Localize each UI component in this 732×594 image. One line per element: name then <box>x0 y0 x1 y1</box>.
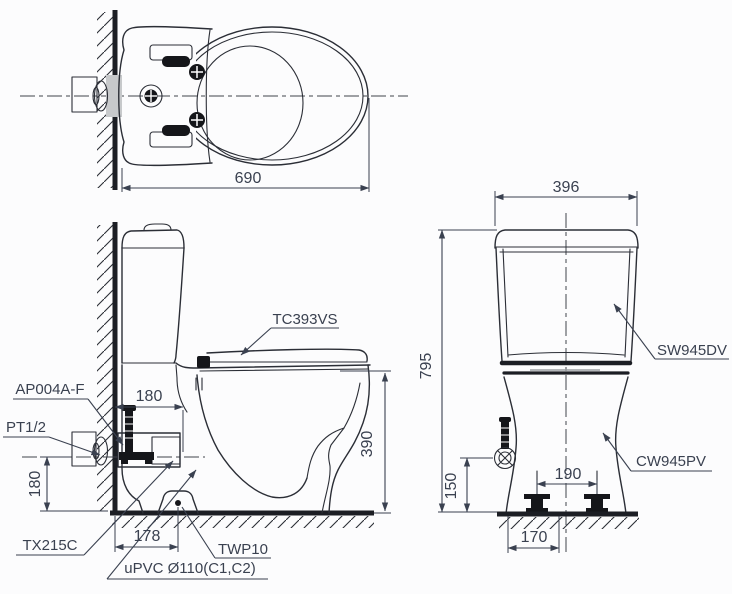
seat-model-text: TC393VS <box>272 311 337 328</box>
label-seat: TC393VS <box>240 311 339 356</box>
label-inlet-fitting: AP004A-F <box>13 381 124 446</box>
plan-width-value: 690 <box>235 170 262 187</box>
hinge-hardware-plan <box>149 44 205 148</box>
tank-model-text: SW945DV <box>657 342 727 359</box>
label-thread: PT1/2 <box>3 419 101 456</box>
dim-150: 150 <box>443 457 493 513</box>
dim-190: 190 <box>536 466 598 494</box>
seat-front <box>499 351 633 375</box>
inlet-model-text: AP004A-F <box>15 381 84 398</box>
dim-180-vertical: 180 <box>27 456 108 512</box>
supply-pipe-plan <box>71 76 109 113</box>
label-tank: SW945DV <box>613 303 729 360</box>
cistern-front <box>494 229 639 362</box>
label-drain-pipe: uPVC Ø110(C1,C2) <box>106 469 268 580</box>
supply-escutcheon-icon <box>493 446 517 470</box>
bolt-spacing-value: 190 <box>555 466 582 483</box>
wall-hatching <box>97 12 113 188</box>
dim-178: 178 <box>114 507 179 552</box>
seat-hinge-icon <box>197 356 210 368</box>
cistern-plan <box>118 25 213 167</box>
side-view: 180 180 178 390 TC393VS AP004A-F <box>3 222 391 580</box>
label-stop-valve: TX215C <box>16 460 174 556</box>
drain-socket-text: TWP10 <box>218 541 268 558</box>
inlet-depth-value: 180 <box>136 388 163 405</box>
dim-690: 690 <box>121 98 370 192</box>
drain-boss <box>157 490 199 514</box>
bowl-front <box>503 376 629 515</box>
front-view: 396 795 150 190 170 SW945DV <box>418 179 729 556</box>
label-drain-socket: TWP10 <box>181 506 271 559</box>
valve-model-text: TX215C <box>22 537 77 554</box>
dim-795: 795 <box>418 229 497 513</box>
seat-lid-plan <box>196 26 369 166</box>
drain-point <box>175 500 181 506</box>
thread-text: PT1/2 <box>6 419 46 436</box>
dim-170: 170 <box>507 516 560 553</box>
floor-hatching <box>499 517 639 529</box>
wall-sleeve <box>106 75 122 117</box>
base-offset-value: 170 <box>521 529 548 546</box>
rim-height-value: 390 <box>359 431 376 458</box>
wall-hatching <box>97 225 113 511</box>
dim-180-horizontal: 180 <box>114 388 184 452</box>
hinge-bolt-icon <box>189 64 205 80</box>
total-height-value: 795 <box>418 353 435 380</box>
inlet-valve-side <box>71 405 181 468</box>
cistern-side <box>121 223 185 364</box>
tank-width-value: 396 <box>553 179 580 196</box>
floor-hatching <box>112 516 374 528</box>
dim-390: 390 <box>340 370 391 514</box>
supply-height-value: 150 <box>443 473 460 500</box>
seat-lid-side <box>175 348 371 372</box>
flush-button-icon <box>139 84 163 108</box>
inlet-height-value: 180 <box>27 471 44 498</box>
supply-valve-front <box>493 417 517 470</box>
hinge-bolt-icon <box>189 112 205 128</box>
bowl-side <box>121 364 371 514</box>
dim-396: 396 <box>494 179 638 226</box>
bowl-model-text: CW945PV <box>636 453 706 470</box>
trap-distance-value: 178 <box>134 528 161 545</box>
drain-pipe-text: uPVC Ø110(C1,C2) <box>124 560 255 577</box>
label-bowl: CW945PV <box>602 432 712 472</box>
top-view: 690 <box>20 10 408 192</box>
